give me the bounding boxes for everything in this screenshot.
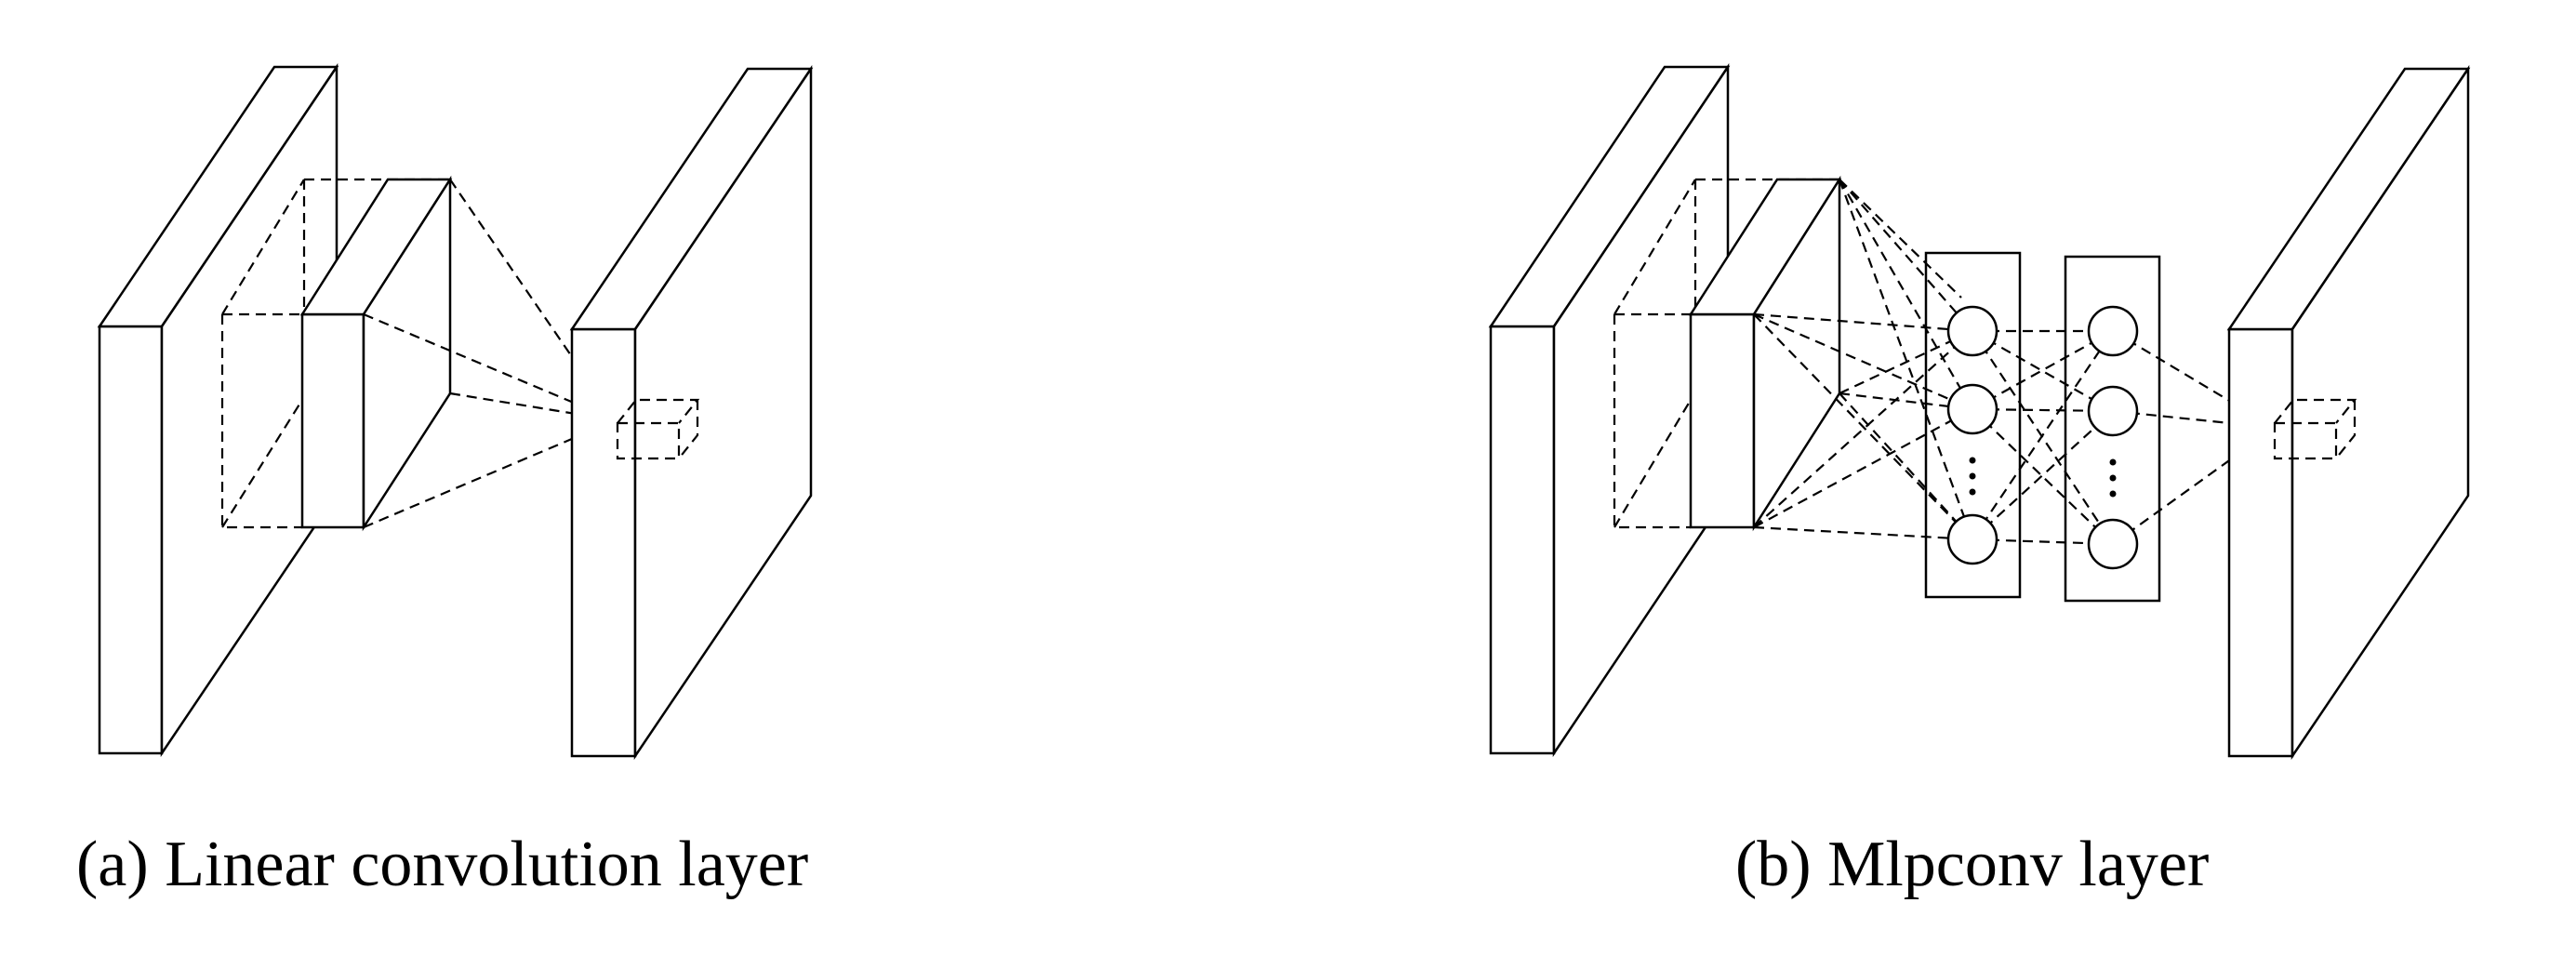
connections-filter-to-mlp1	[1753, 179, 1974, 541]
neuron	[2087, 385, 2139, 437]
output-feature-map-b	[2226, 64, 2471, 761]
ellipsis-dot	[1969, 488, 1976, 496]
mlp-layer-2-neurons	[2087, 305, 2139, 570]
output-unit-cube-a	[616, 398, 700, 460]
input-feature-map-a	[97, 62, 339, 758]
ellipsis-dot	[2109, 490, 2117, 498]
neuron	[2087, 305, 2139, 357]
receptive-field-outline-b	[1613, 178, 1839, 529]
ellipsis-dot	[2109, 474, 2117, 482]
output-feature-map-a	[569, 64, 814, 761]
ellipsis-dot	[1969, 472, 1976, 480]
ellipsis-dot	[1969, 457, 1976, 464]
neuron	[1946, 383, 1998, 435]
panel-linear-conv	[97, 62, 814, 761]
receptive-field-outline-a	[220, 178, 450, 529]
caption-linear-conv: (a) Linear convolution layer	[76, 829, 809, 900]
output-unit-cube-b	[2273, 398, 2357, 460]
neuron	[2087, 518, 2139, 570]
ellipsis-dot	[2109, 458, 2117, 466]
mlp-layer-1-neurons	[1946, 305, 1998, 565]
neuron	[1946, 305, 1998, 357]
caption-mlpconv: (b) Mlpconv layer	[1735, 829, 2210, 900]
neuron	[1946, 513, 1998, 565]
panel-mlpconv	[1488, 62, 2471, 761]
